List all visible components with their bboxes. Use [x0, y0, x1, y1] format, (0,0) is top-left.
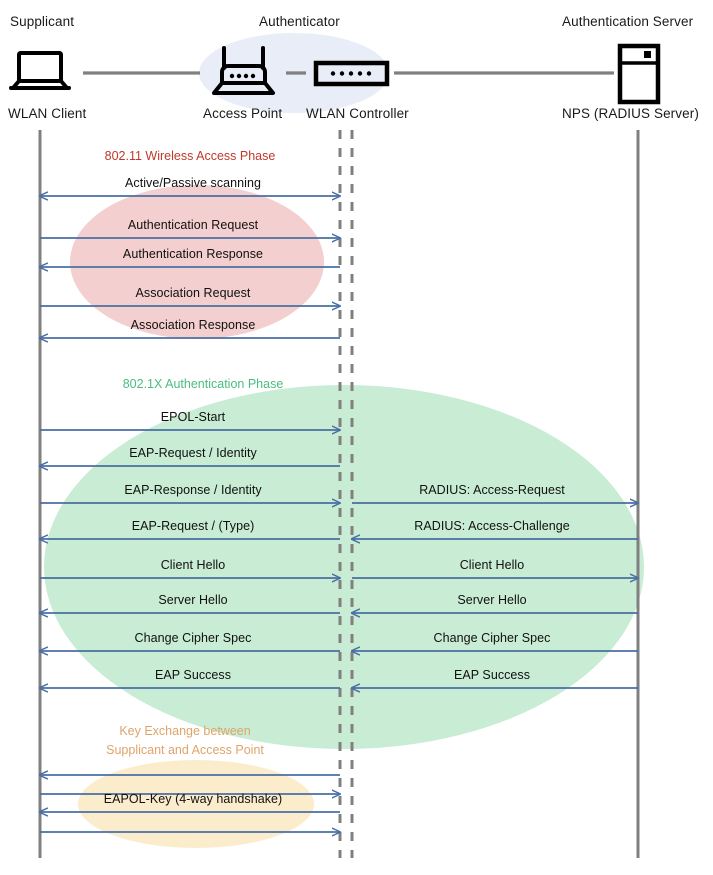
role-label-authenticator: Authenticator [259, 14, 340, 29]
message-label: Authentication Request [127, 218, 259, 232]
message-label: EAP Success [453, 668, 531, 682]
device-label-access-point: Access Point [203, 106, 283, 121]
phase-regions [44, 185, 644, 848]
message-label: Server Hello [457, 593, 527, 607]
message-label: EAP-Request / (Type) [131, 519, 255, 533]
message-label: RADIUS: Access-Challenge [414, 519, 570, 533]
device-label-nps-radius-server: NPS (RADIUS Server) [562, 106, 699, 121]
message-label: Association Request [135, 286, 251, 300]
message-label: Client Hello [459, 558, 525, 572]
device-label-wlan-client: WLAN Client [8, 106, 87, 121]
message-label: RADIUS: Access-Request [419, 483, 565, 497]
router-icon [313, 60, 390, 87]
message-label: Server Hello [158, 593, 228, 607]
access-point-icon [212, 46, 275, 95]
lifelines [38, 130, 640, 858]
message-label: EAPOL-Key (4-way handshake) [103, 792, 283, 806]
message-arrows-right [352, 503, 638, 688]
message-label: Client Hello [160, 558, 226, 572]
message-label: Association Response [130, 318, 256, 332]
message-label: EAP-Request / Identity [129, 446, 257, 460]
message-label: Change Cipher Spec [134, 631, 252, 645]
phase-region-key-exchange [78, 760, 314, 848]
message-arrows-left [40, 196, 340, 832]
role-label-supplicant: Supplicant [10, 14, 75, 29]
phase-region-wireless-access [70, 185, 324, 339]
phase-region-dot1x-auth [44, 385, 644, 749]
message-label: EPOL-Start [160, 410, 226, 424]
phase-title-dot1x-auth: 802.1X Authentication Phase [122, 377, 284, 391]
message-label: Active/Passive scanning [125, 176, 261, 190]
message-label: Change Cipher Spec [433, 631, 551, 645]
device-label-wlan-controller: WLAN Controller [306, 106, 409, 121]
laptop-icon [9, 51, 71, 90]
message-label: EAP-Response / Identity [124, 483, 262, 497]
role-label-auth-server: Authentication Server [562, 14, 694, 29]
message-label: Authentication Response [122, 247, 264, 261]
message-label: EAP Success [154, 668, 232, 682]
phase-title-wireless-access: 802.11 Wireless Access Phase [104, 149, 276, 163]
server-icon [617, 43, 661, 105]
